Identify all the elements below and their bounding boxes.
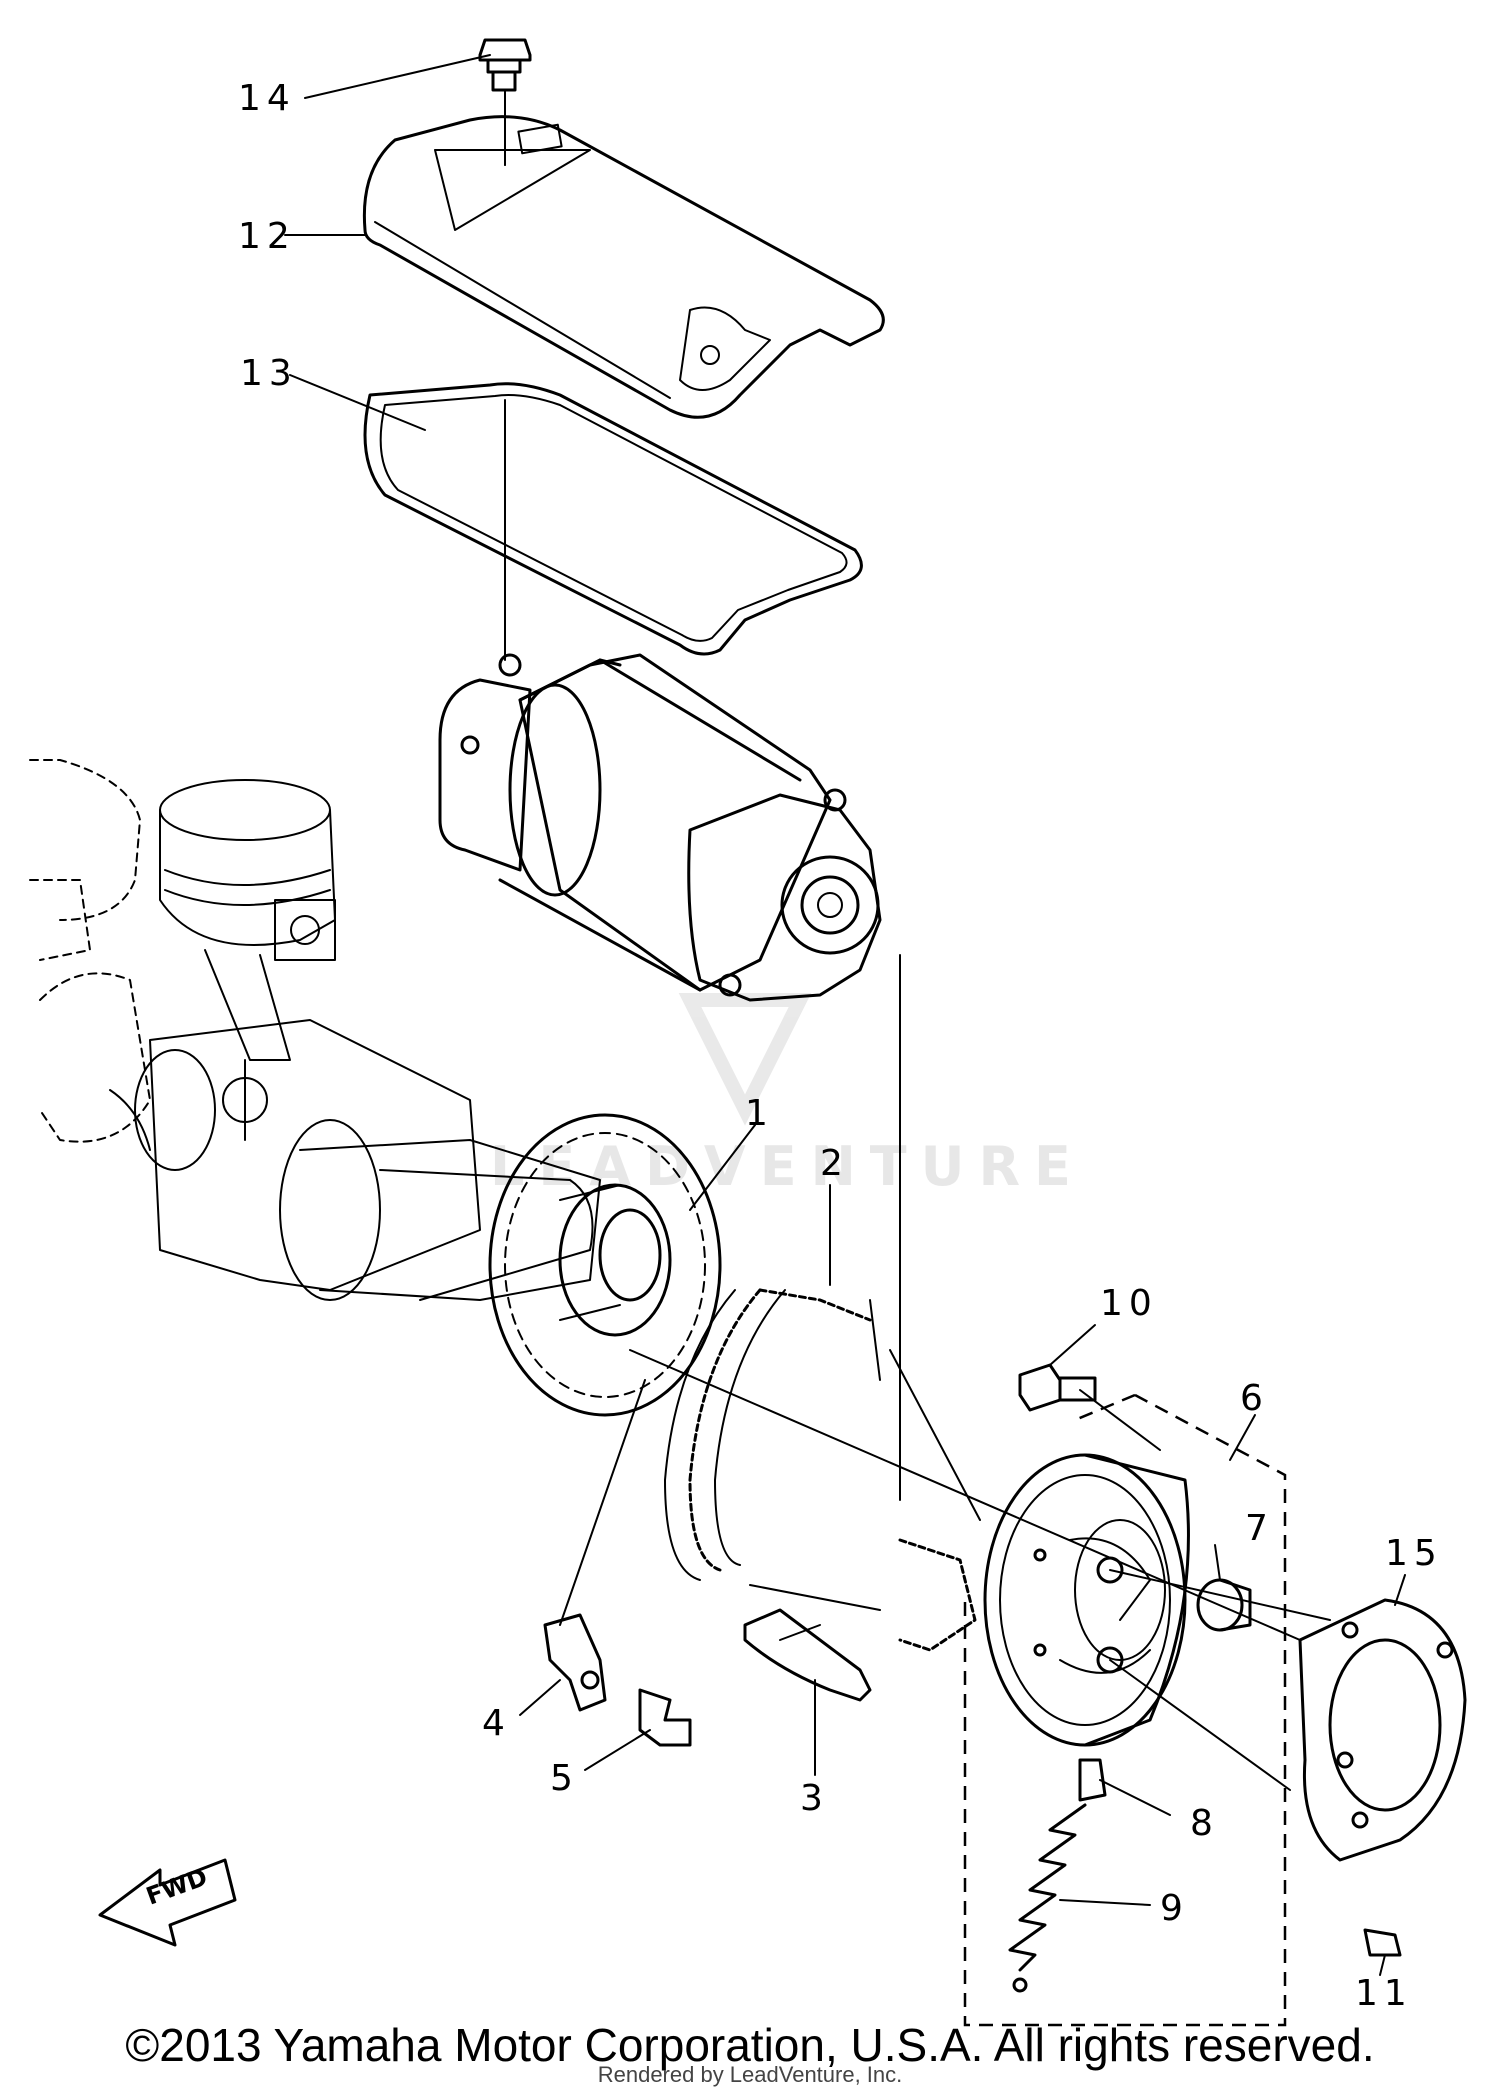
part-4-bracket[interactable] [543, 1613, 607, 1712]
part-2-chain[interactable] [664, 1288, 981, 1652]
callout-4: 4 [482, 1703, 511, 1744]
part-1-sprocket[interactable] [488, 1113, 722, 1417]
callout-3: 3 [800, 1778, 829, 1819]
callout-6: 6 [1240, 1378, 1269, 1419]
callout-5: 5 [550, 1758, 579, 1799]
assembly-lines [504, 89, 1331, 1791]
callout-1: 1 [745, 1093, 774, 1134]
part-7-roller[interactable] [1196, 1578, 1252, 1632]
callout-9: 9 [1160, 1888, 1189, 1929]
callout-14: 14 [238, 78, 296, 119]
part-12-starter-cover[interactable] [362, 109, 885, 419]
part-9-spring[interactable] [1008, 1803, 1087, 1993]
fwd-label: FWD [142, 1863, 211, 1911]
callout-8: 8 [1190, 1803, 1219, 1844]
part-15-plate[interactable] [1298, 1598, 1467, 1862]
rendered-by-notice: Rendered by LeadVenture, Inc. [597, 2062, 903, 2087]
leadventure-watermark: LEADVENTURE [490, 993, 1085, 1198]
callout-7: 7 [1245, 1508, 1274, 1549]
part-3-chain-guide[interactable] [743, 1608, 872, 1702]
copyright-notice: ©2013 Yamaha Motor Corporation, U.S.A. A… [125, 2019, 1375, 2071]
fwd-arrow: FWD [98, 1858, 237, 1947]
part-14-bolt[interactable] [478, 38, 532, 92]
callout-15: 15 [1385, 1533, 1443, 1574]
callout-leaders [284, 54, 1406, 1976]
callout-10: 10 [1100, 1283, 1158, 1324]
part-13-gasket[interactable] [363, 382, 863, 656]
callout-2: 2 [820, 1143, 849, 1184]
callout-labels: 14 12 13 1 2 3 4 5 6 7 8 9 10 11 15 [238, 78, 1443, 2014]
callout-13: 13 [240, 353, 298, 394]
watermark-text: LEADVENTURE [490, 1135, 1085, 1198]
part-5-bolt[interactable] [638, 1688, 692, 1747]
callout-12: 12 [238, 216, 296, 257]
starter-motor[interactable] [438, 653, 882, 1002]
part-8-plunger[interactable] [1078, 1758, 1107, 1802]
part-10-bolt[interactable] [1018, 1363, 1097, 1412]
part-6-starter-clutch-assy[interactable] [963, 1393, 1287, 2027]
callout-11: 11 [1355, 1973, 1413, 2014]
crankshaft-and-pistons [29, 759, 601, 1301]
part-11-pin[interactable] [1363, 1928, 1402, 1957]
